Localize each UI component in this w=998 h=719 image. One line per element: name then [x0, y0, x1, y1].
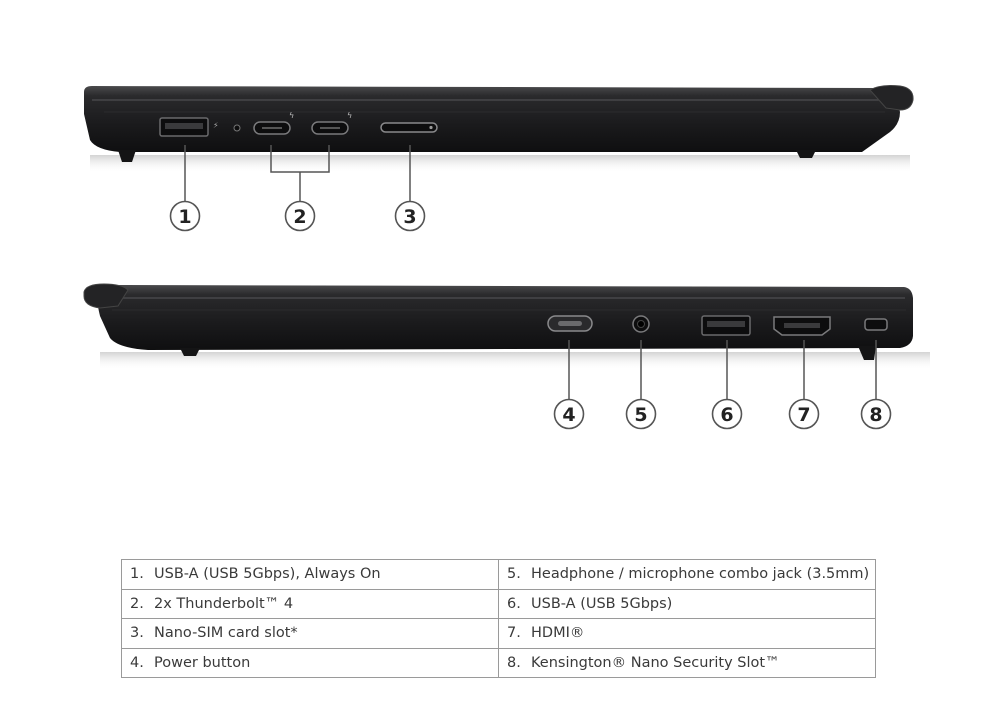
top-leader-lines: [184, 145, 411, 202]
legend-text-8: Kensington® Nano Security Slot™: [531, 654, 780, 671]
legend-text-2: 2x Thunderbolt™ 4: [154, 595, 294, 612]
legend-cell-7: 7. HDMI®: [498, 618, 876, 649]
legend-text-6: USB-A (USB 5Gbps): [531, 595, 673, 612]
legend-cell-8: 8. Kensington® Nano Security Slot™: [498, 647, 876, 678]
callout-6: 6: [711, 398, 743, 430]
callout-1-circle: [169, 200, 201, 232]
hinge-right: [869, 85, 914, 111]
legend-cell-3: 3. Nano-SIM card slot*: [121, 618, 499, 649]
hinge-left: [83, 283, 129, 309]
callout-8-circle: [860, 398, 892, 430]
hdmi-port-tongue: [784, 323, 820, 328]
legend-number-6: 6.: [507, 595, 521, 612]
foot-left-2: [180, 348, 200, 356]
legend-text-3: Nano-SIM card slot*: [154, 625, 298, 642]
table-row: 4. Power button 8. Kensington® Nano Securi…: [121, 647, 876, 678]
usb-a-port-tongue: [707, 321, 745, 327]
legend-text-5: Headphone / microphone combo jack (3.5mm…: [531, 566, 870, 583]
legend-text-7: HDMI®: [531, 625, 585, 642]
callout-4-circle: [553, 398, 585, 430]
legend-number-8: 8.: [507, 654, 521, 671]
table-row: 1. USB-A (USB 5Gbps), Always On 5. Headpho…: [121, 559, 876, 590]
callout-1: 1: [169, 200, 201, 232]
foot-left: [118, 150, 136, 162]
callout-3: 3: [394, 200, 426, 232]
foot-right: [796, 150, 816, 158]
callout-7-circle: [788, 398, 820, 430]
callout-5-label: 5: [634, 404, 647, 426]
callout-3-label: 3: [403, 206, 416, 228]
callout-8: 8: [860, 398, 892, 430]
callout-3-circle: [394, 200, 426, 232]
legend-text-1: USB-A (USB 5Gbps), Always On: [154, 566, 381, 583]
foot-right-2: [858, 346, 876, 360]
table-row: 3. Nano-SIM card slot* 7. HDMI®: [121, 618, 876, 649]
callout-7: 7: [788, 398, 820, 430]
legend-number-5: 5.: [507, 566, 521, 583]
legend-number-4: 4.: [130, 654, 144, 671]
sim-eject-hole: [429, 125, 433, 130]
legend-cell-1: 1. USB-A (USB 5Gbps), Always On: [121, 559, 499, 590]
callout-5: 5: [625, 398, 657, 430]
port-legend-table: 1. USB-A (USB 5Gbps), Always On 5. Headpho…: [121, 559, 876, 678]
callout-6-label: 6: [720, 404, 733, 426]
laptop-right-side-view: [83, 283, 930, 370]
nano-sim-slot: [380, 122, 438, 133]
callout-4-label: 4: [562, 404, 575, 426]
callout-5-circle: [625, 398, 657, 430]
legend-number-7: 7.: [507, 625, 521, 642]
legend-number-1: 1.: [130, 566, 144, 583]
thunderbolt-2-icon: ϟ: [347, 111, 352, 120]
legend-cell-4: 4. Power button: [121, 647, 499, 678]
legend-text-4: Power button: [154, 654, 251, 671]
legend-cell-6: 6. USB-A (USB 5Gbps): [498, 588, 876, 619]
callout-7-label: 7: [797, 404, 810, 426]
callout-2: 2: [284, 200, 316, 232]
power-button-highlight: [558, 321, 582, 326]
laptop-right-shadow: [100, 352, 930, 370]
laptop-left-shadow: [90, 155, 910, 173]
laptop-left-side-view: ⚡ ϟ ϟ: [84, 85, 914, 173]
audio-jack-hole: [637, 320, 645, 328]
thunderbolt-1-icon: ϟ: [289, 111, 294, 120]
callout-2-label: 2: [293, 206, 306, 228]
callout-8-label: 8: [869, 404, 882, 426]
status-led: [233, 124, 241, 132]
usb-symbol-icon: ⚡: [213, 121, 219, 130]
callout-1-label: 1: [178, 206, 191, 228]
legend-number-2: 2.: [130, 595, 144, 612]
legend-cell-2: 2. 2x Thunderbolt™ 4: [121, 588, 499, 619]
bottom-leader-lines: [568, 340, 877, 400]
table-row: 2. 2x Thunderbolt™ 4 6. USB-A (USB 5Gbps): [121, 588, 876, 619]
laptop-left-body: [84, 86, 900, 152]
callout-2-circle: [284, 200, 316, 232]
usb-a-tongue: [165, 123, 203, 129]
legend-number-3: 3.: [130, 625, 144, 642]
legend-cell-5: 5. Headphone / microphone combo jack (3.5…: [498, 559, 876, 590]
kensington-slot: [864, 318, 888, 331]
callout-4: 4: [553, 398, 585, 430]
callout-6-circle: [711, 398, 743, 430]
